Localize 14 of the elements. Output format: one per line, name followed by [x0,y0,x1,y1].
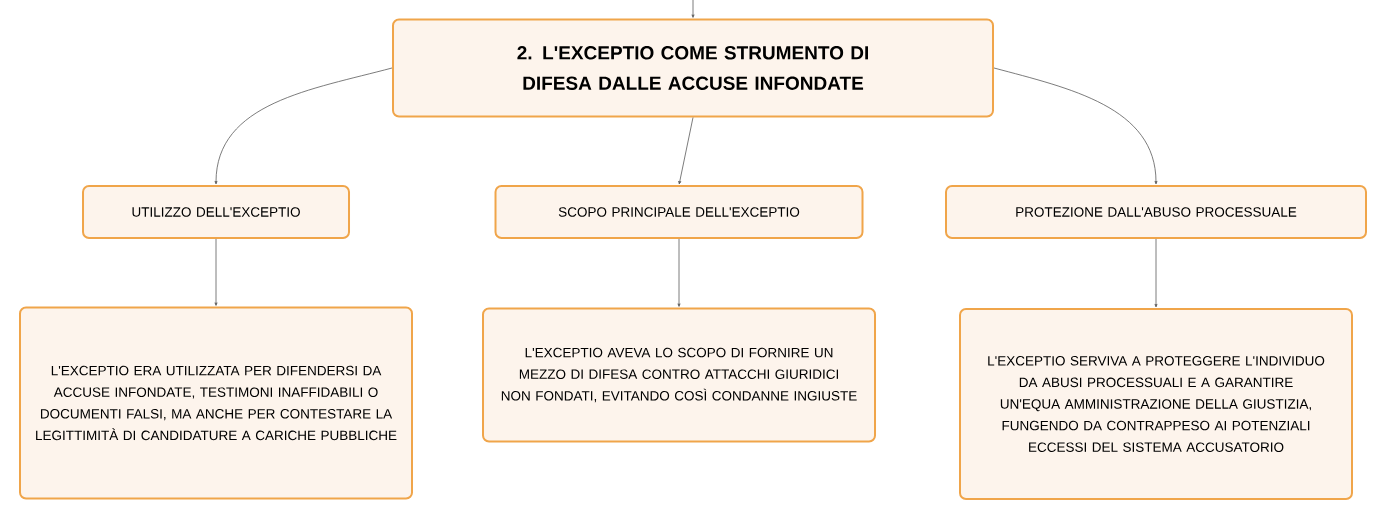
arrow [691,0,695,18]
description-box: L'EXCEPTIO SERVIVA A PROTEGGERE L'INDIVIDUO DA ABUSI PROCESSUALI E A GARANTIRE UN'EQUA AMMINISTRAZIONE DELLA GIUSTIZIA, FUNGENDO DA CONTRAPPESO AI POTENZIALI ECCESSI DEL SISTEMA ACCUSATORIO [959,308,1353,500]
arrow [678,117,694,185]
arrow [993,67,1158,185]
arrow [677,238,681,307]
description-box: L'EXCEPTIO ERA UTILIZZATA PER DIFENDERSI DA ACCUSE INFONDATE, TESTIMONI INAFFIDABILI O DOCUMENTI FALSI, MA ANCHE PER CONTESTARE LA LEGITTIMITÀ DI CANDIDATURE A CARICHE PUBBLICHE [19,306,413,500]
topic-box: PROTEZIONE DALL'ABUSO PROCESSUALE [945,185,1367,239]
description-box: L'EXCEPTIO AVEVA LO SCOPO DI FORNIRE UN MEZZO DI DIFESA CONTRO ATTACCHI GIURIDICI NON FONDATI, EVITANDO COSÌ CONDANNE INGIUSTE [482,307,876,443]
topic-box: UTILIZZO DELL'EXCEPTIO [82,185,350,239]
arrow [214,238,218,306]
topic-box: SCOPO PRINCIPALE DELL'EXCEPTIO [494,185,864,239]
title-box: 2. L'EXCEPTIO COME STRUMENTO DI DIFESA DALLE ACCUSE INFONDATE [392,18,994,118]
arrow [214,67,393,185]
arrow [1154,238,1158,308]
